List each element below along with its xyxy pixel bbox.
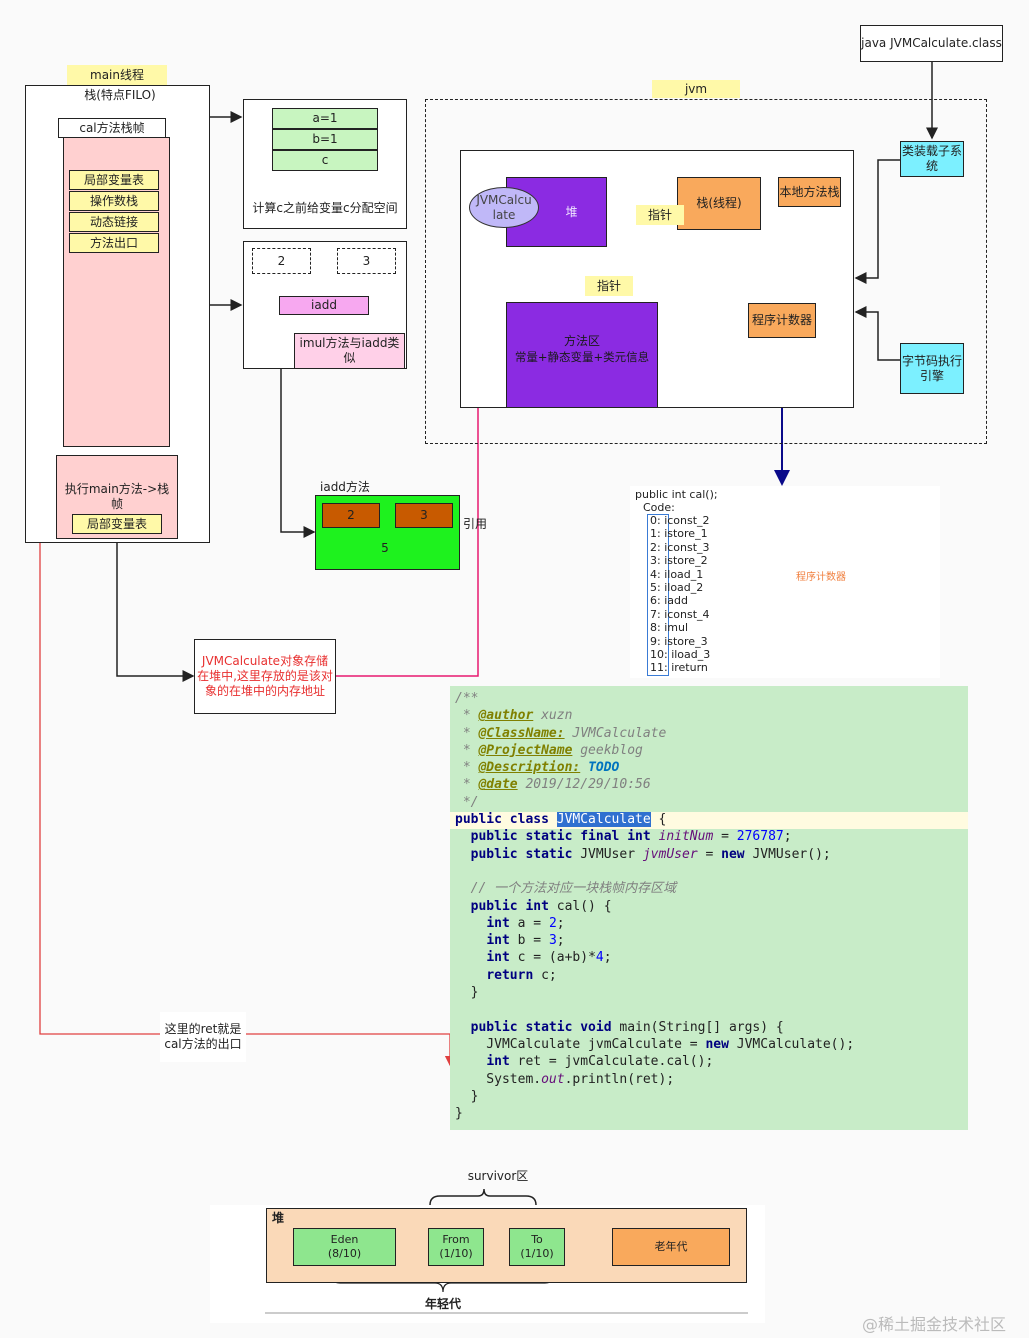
- bytecode-panel: [630, 486, 940, 678]
- cal-frame-label: cal方法栈帧: [58, 118, 166, 138]
- iadd-title: iadd方法: [320, 480, 370, 494]
- operand-value-2: 2: [252, 248, 311, 274]
- method-area-desc: 常量+静态变量+类元信息: [514, 349, 650, 364]
- execution-engine: 字节码执行引擎: [900, 343, 964, 394]
- pc-highlight: [647, 514, 669, 676]
- source-code: /** * @author xuzn * @ClassName: JVMCalc…: [455, 691, 855, 1122]
- operand-value-3: 3: [337, 248, 396, 274]
- classname-value: JVMCalculate: [572, 725, 667, 741]
- dynamic-link: 动态链接: [69, 212, 159, 232]
- to-space: To (1/10): [509, 1228, 565, 1266]
- project-value: geekblog: [580, 742, 643, 758]
- bytecode-line: 0: iconst_2: [650, 514, 710, 527]
- bytecode-line: 8: imul: [650, 621, 689, 635]
- bytecode-line: 2: iconst_3: [650, 540, 710, 554]
- locals-caption: 计算c之前给变量c分配空间: [252, 200, 398, 215]
- object-note: JVMCalculate对象存储在堆中,这里存放的是该对象的在堆中的内存地址: [194, 639, 336, 714]
- heap-object: JVMCalculate: [469, 187, 539, 228]
- bytecode-line: 10: iload_3: [650, 648, 711, 662]
- pointer-label-2: 指针: [585, 276, 633, 296]
- program-counter: 程序计数器: [748, 303, 816, 338]
- method-area: [506, 302, 658, 408]
- jvm-boundary: [425, 99, 987, 444]
- method-comment: 一个方法对应一块栈帧内存区域: [494, 881, 677, 897]
- iadd-result: 5: [381, 540, 389, 555]
- bytecode-line: 7: iconst_4: [650, 607, 710, 621]
- from-space: From (1/10): [428, 1228, 484, 1266]
- reference-label: 引用: [463, 517, 488, 531]
- class-loader: 类装载子系统: [900, 141, 964, 177]
- native-stack: 本地方法栈: [778, 177, 841, 207]
- bytecode-line: 11: ireturn: [650, 661, 708, 675]
- bytecode-header: public int cal();: [635, 488, 718, 501]
- bytecode-line: 9: istore_3: [650, 634, 708, 648]
- bytecode-line: 3: istore_2: [650, 554, 708, 568]
- iadd-input-2: 2: [322, 503, 380, 528]
- method-area-title: 方法区: [563, 333, 600, 348]
- date-value: 2019/12/29/10:56: [525, 777, 651, 793]
- pointer-label-1: 指针: [636, 205, 684, 225]
- watermark: @稀土掘金技术社区: [862, 1315, 1007, 1334]
- pc-note: 程序计数器: [796, 572, 846, 583]
- old-generation: 老年代: [612, 1228, 730, 1266]
- jvm-label: jvm: [652, 80, 740, 98]
- bytecode-line: 4: iload_1: [650, 567, 704, 581]
- source-code-panel: [450, 686, 968, 1130]
- bytecode-line: 1: istore_1: [650, 527, 708, 541]
- bytecode-code-label: Code:: [643, 501, 675, 514]
- exit-note: 这里的ret就是cal方法的出口: [160, 1012, 246, 1062]
- thread-stack: 栈(线程): [677, 177, 761, 230]
- main-local-table: 局部变量表: [72, 514, 162, 534]
- iadd-input-3: 3: [395, 503, 453, 528]
- class-name-highlight: JVMCalculate: [556, 812, 651, 828]
- imul-note: imul方法与iadd类似: [294, 333, 405, 369]
- iadd-op: iadd: [279, 296, 369, 315]
- survivor-label: survivor区: [467, 1168, 529, 1183]
- bytecode-line: 6: iadd: [650, 594, 688, 608]
- arrow-iadd: [280, 315, 316, 538]
- bytecode-line: 5: iload_2: [650, 581, 704, 595]
- thread-label: main线程: [67, 65, 167, 85]
- slot-c: c: [272, 150, 378, 171]
- young-generation-label: 年轻代: [424, 1296, 461, 1311]
- heap-region-label: 堆: [272, 1211, 285, 1225]
- slot-a: a=1: [272, 108, 378, 129]
- main-frame-label: 执行main方法->栈帧: [64, 482, 170, 511]
- init-num: 276787: [736, 829, 784, 845]
- class-file: java JVMCalculate.class: [860, 25, 1003, 62]
- operand-stack: 操作数栈: [69, 191, 159, 211]
- slot-b: b=1: [272, 129, 378, 150]
- stack-title: 栈(特点FILO): [84, 87, 156, 102]
- eden-space: Eden (8/10): [293, 1228, 396, 1266]
- local-var-table: 局部变量表: [69, 170, 159, 190]
- description-value: TODO: [588, 760, 620, 776]
- author-value: xuzn: [541, 708, 573, 724]
- arrow-main-local: [116, 535, 195, 682]
- method-exit: 方法出口: [69, 233, 159, 253]
